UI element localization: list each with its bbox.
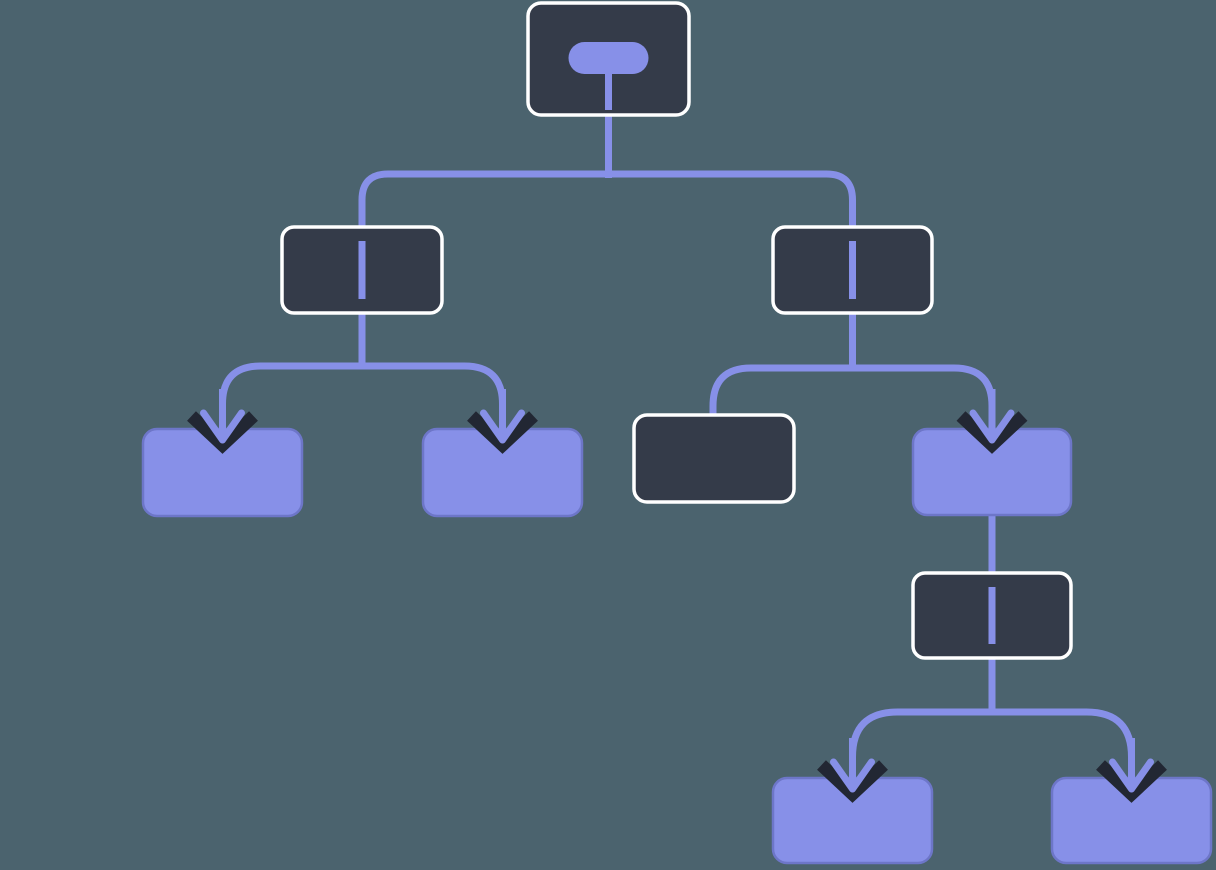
- arrow-down-icon: [1096, 738, 1167, 803]
- tree-edge-e-a-split: [219, 362, 506, 427]
- arrow-notch-icon: [956, 411, 1028, 454]
- arrow-notch-icon: [187, 411, 258, 454]
- arrow-down-icon: [817, 738, 888, 803]
- tree-edge-e-c-split: [849, 708, 1135, 774]
- arrow-notch-icon: [817, 760, 888, 803]
- arrow-down-icon: [187, 389, 258, 454]
- arrow-down-icon: [956, 389, 1028, 454]
- root-pill-icon: [568, 42, 649, 110]
- arrow-notch-icon: [467, 411, 538, 454]
- arrow-down-icon: [467, 389, 538, 454]
- tree-edge-e-root-split: [358, 170, 856, 229]
- tree-node-node-b1[interactable]: [632, 413, 796, 504]
- arrow-notch-icon: [1096, 760, 1167, 803]
